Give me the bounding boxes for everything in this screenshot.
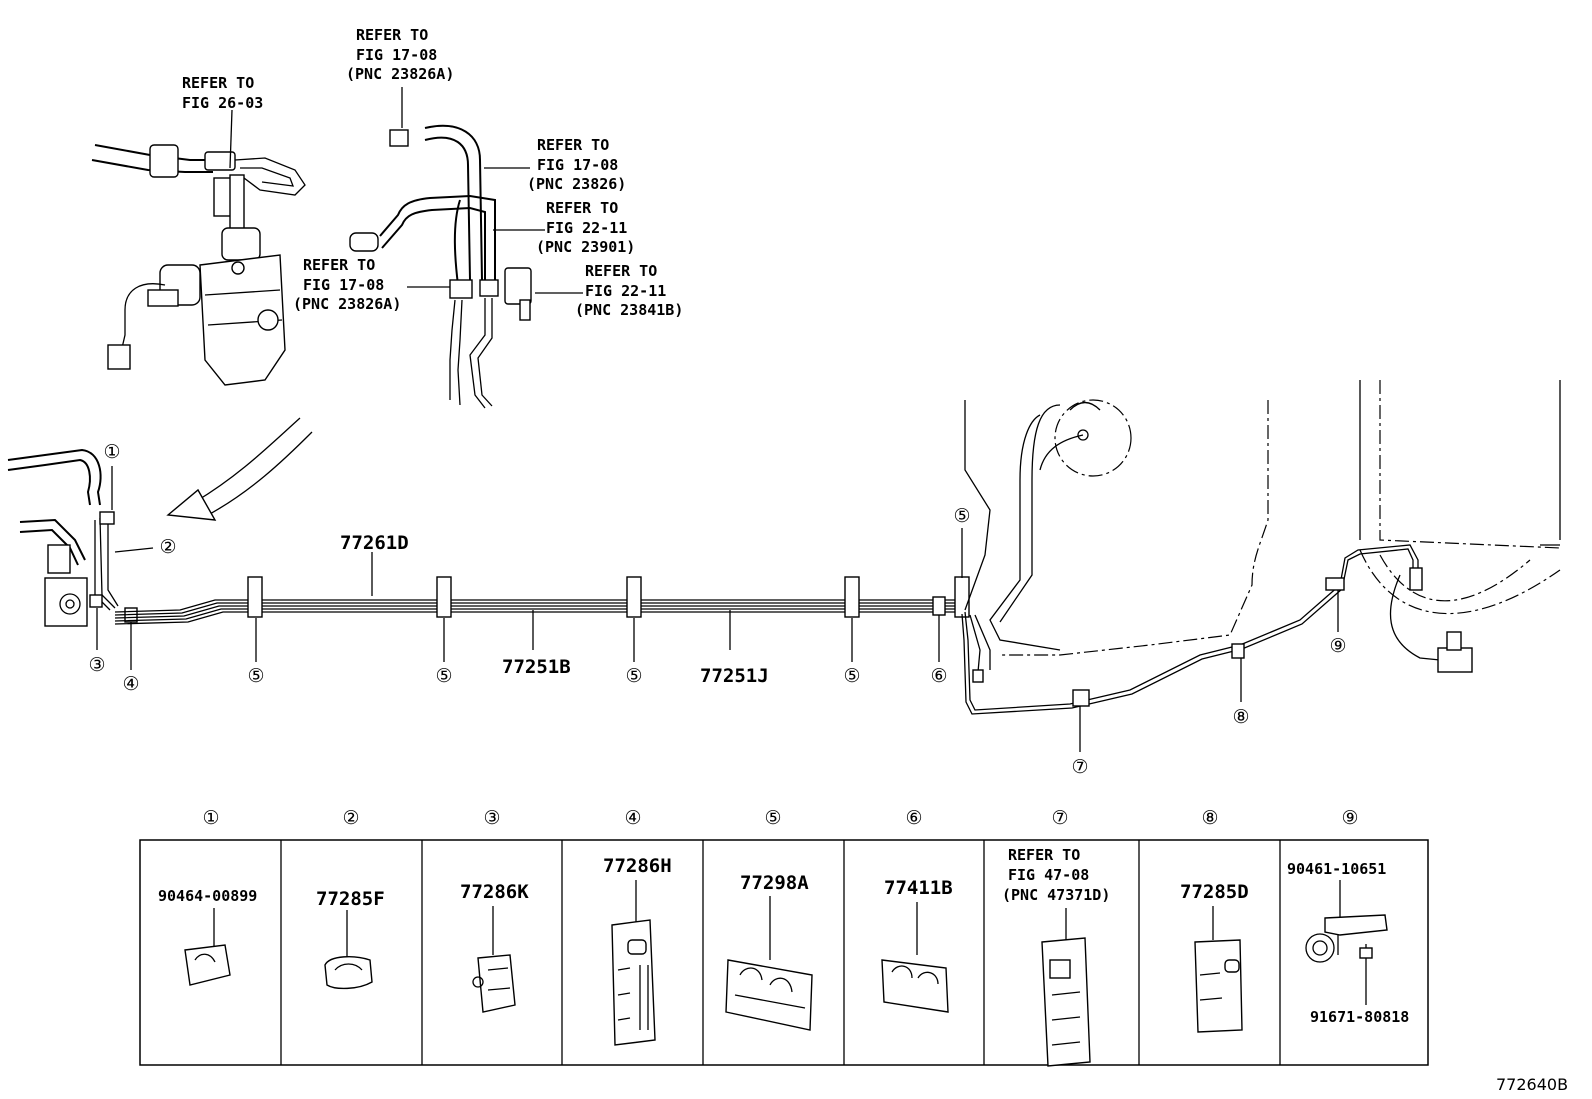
table-header: ⑥ — [905, 807, 922, 829]
callout: ④ — [122, 673, 139, 695]
ref-r1-line1: REFER TO — [356, 26, 428, 44]
table-cell-part: 77285D — [1180, 881, 1249, 903]
ref-r6-line1: REFER TO — [585, 262, 657, 280]
part-label-77261D: 77261D — [340, 532, 409, 554]
callout: ⑨ — [1329, 635, 1346, 657]
table-header: ⑤ — [764, 807, 781, 829]
figure-id: 772640B — [1496, 1075, 1568, 1094]
ref-r6-line3: (PNC 23841B) — [575, 301, 683, 319]
callout: ⑤ — [247, 665, 264, 687]
callout: ⑤ — [625, 665, 642, 687]
table-header: ⑨ — [1341, 807, 1358, 829]
table-header: ⑧ — [1201, 807, 1218, 829]
callout-leaders — [96, 466, 1339, 752]
table-cell-part: 91671-80818 — [1310, 1008, 1409, 1026]
ref-r4-line3: (PNC 23901) — [536, 238, 635, 256]
table-header: ④ — [624, 807, 641, 829]
ref-r1-line2: FIG 17-08 — [356, 46, 437, 64]
table-cell-part: (PNC 47371D) — [1002, 886, 1110, 904]
table-cell-part: 90464-00899 — [158, 887, 257, 905]
table-cell-part: 77298A — [740, 872, 809, 894]
table-header: ⑦ — [1051, 807, 1068, 829]
callouts: ① ② ③ ④ ⑤ ⑤ ⑤ ⑤ ⑤ ⑥ ⑦ ⑧ ⑨ — [88, 441, 1346, 778]
fuel-vapor-valve-assembly — [91, 144, 306, 386]
table-cell-part: 90461-10651 — [1287, 860, 1386, 878]
reference-labels: REFER TO FIG 17-08 (PNC 23826A) REFER TO… — [182, 26, 683, 319]
part-label-77251B: 77251B — [502, 656, 571, 678]
zoom-arrow — [166, 417, 313, 521]
parts-table: ① ② ③ ④ ⑤ ⑥ ⑦ ⑧ ⑨ 90464-00899 77285F 772… — [139, 807, 1429, 1067]
table-cell-part: 77411B — [884, 877, 953, 899]
ref-r5-line3: (PNC 23826A) — [293, 295, 401, 313]
callout: ⑤ — [953, 505, 970, 527]
table-header: ① — [202, 807, 219, 829]
ref-r4-line2: FIG 22-11 — [546, 219, 627, 237]
callout: ⑤ — [435, 665, 452, 687]
callout: ① — [103, 441, 120, 463]
callout: ⑧ — [1232, 706, 1249, 728]
callout: ⑤ — [843, 665, 860, 687]
ref-r2-line2: FIG 26-03 — [182, 94, 263, 112]
ref-r3-line2: FIG 17-08 — [537, 156, 618, 174]
table-cell-part: REFER TO — [1008, 846, 1080, 864]
ref-r5-line2: FIG 17-08 — [303, 276, 384, 294]
ref-r2-line1: REFER TO — [182, 74, 254, 92]
leader-r2 — [229, 109, 233, 169]
table-cell-part: FIG 47-08 — [1008, 866, 1089, 884]
callout: ② — [159, 536, 176, 558]
ref-r5-line1: REFER TO — [303, 256, 375, 274]
callout: ⑥ — [930, 665, 947, 687]
table-cell-part: 77285F — [316, 888, 385, 910]
table-cell-part: 77286H — [603, 855, 672, 877]
ref-r6-line2: FIG 22-11 — [585, 282, 666, 300]
table-cell-part: 77286K — [460, 881, 529, 903]
callout: ⑦ — [1071, 756, 1088, 778]
part-label-77251J: 77251J — [700, 665, 769, 687]
fuel-line-assembly — [7, 380, 1561, 715]
table-header: ② — [342, 807, 359, 829]
ref-r3-line3: (PNC 23826) — [527, 175, 626, 193]
ref-r4-line1: REFER TO — [546, 199, 618, 217]
ref-r1-line3: (PNC 23826A) — [346, 65, 454, 83]
vapor-hoses — [349, 124, 532, 409]
callout: ③ — [88, 654, 105, 676]
ref-r3-line1: REFER TO — [537, 136, 609, 154]
table-header: ③ — [483, 807, 500, 829]
